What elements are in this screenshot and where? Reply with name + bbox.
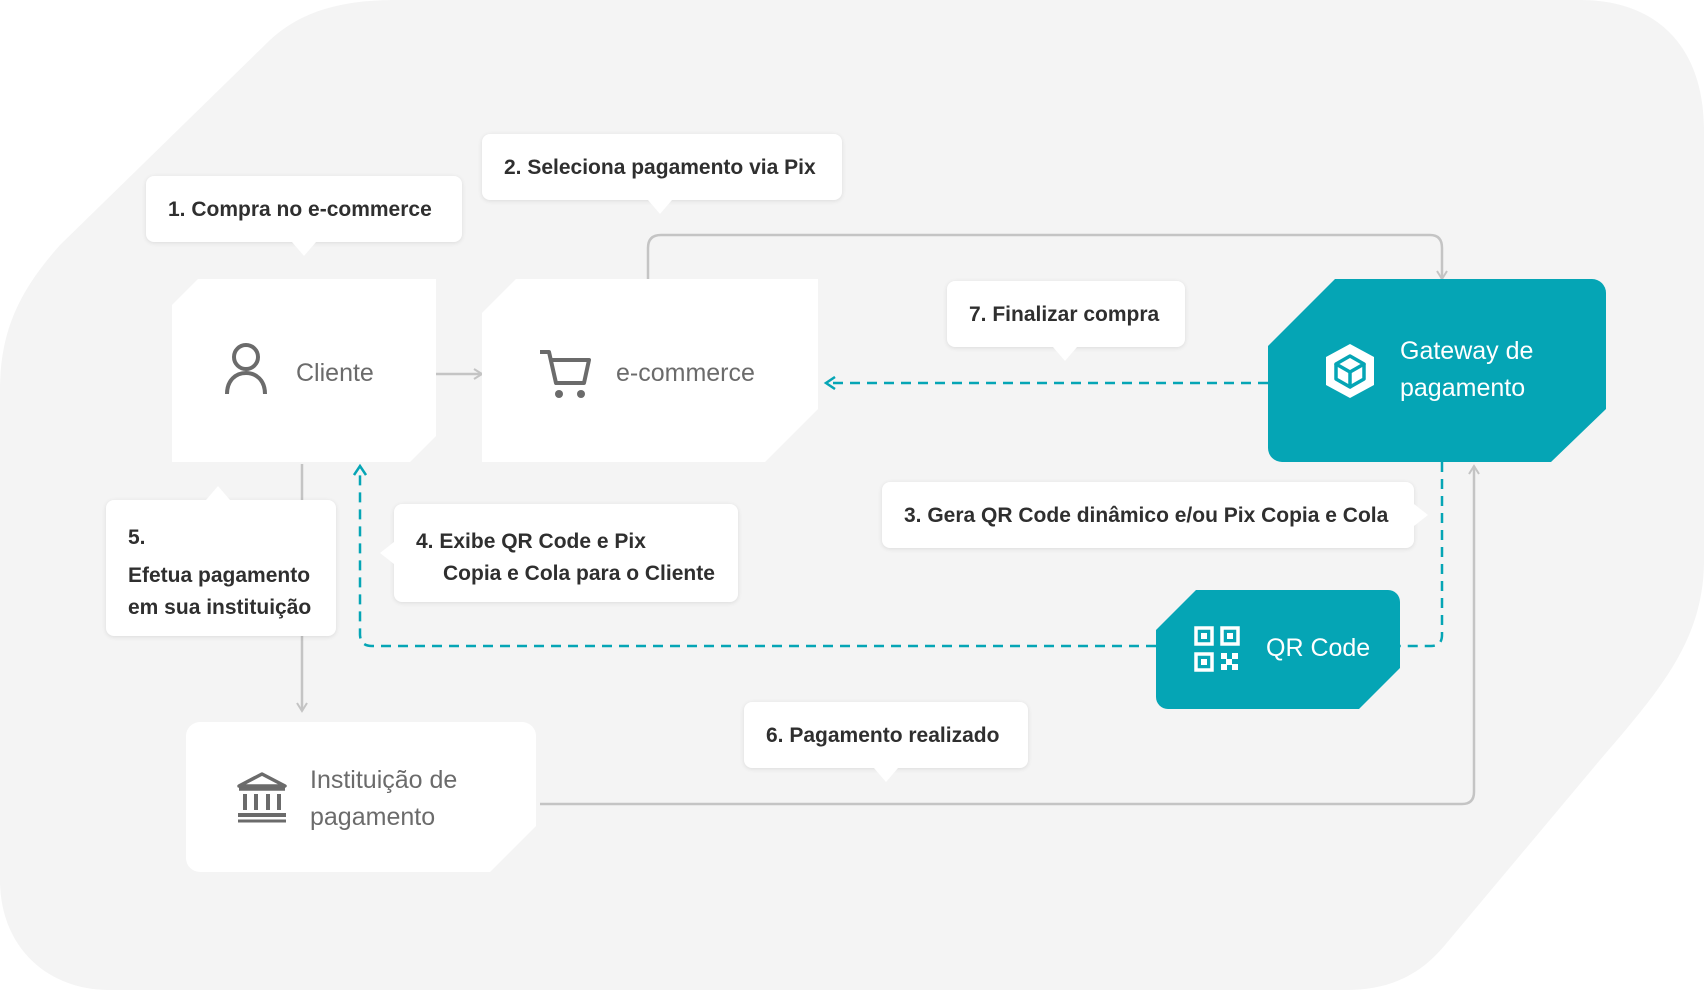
node-gateway: Gateway de pagamento: [1268, 279, 1606, 462]
person-icon: [224, 342, 268, 401]
connector-ecommerce-gateway: [646, 233, 1448, 281]
step-4-bubble: 4. Exibe QR Code e Pix Copia e Cola para…: [380, 504, 738, 602]
step-1-bubble: 1. Compra no e-commerce: [146, 176, 462, 256]
step-3-bubble: 3. Gera QR Code dinâmico e/ou Pix Copia …: [882, 482, 1428, 548]
step-1-text: 1. Compra no e-commerce: [168, 198, 432, 221]
step-6-text: 6. Pagamento realizado: [766, 724, 1000, 747]
node-ecommerce-label: e-commerce: [616, 359, 755, 387]
shopping-cart-icon: [538, 347, 592, 406]
step-7-bubble: 7. Finalizar compra: [947, 281, 1185, 361]
bank-icon: [236, 771, 288, 828]
node-ecommerce: e-commerce: [482, 279, 818, 462]
node-gateway-label-line2: pagamento: [1400, 374, 1526, 402]
step-5-bubble: 5. Efetua pagamento em sua instituição: [106, 486, 336, 636]
node-instituicao-label-line2: pagamento: [310, 803, 436, 831]
step-6-tail: [874, 768, 898, 782]
qr-code-icon: [1194, 626, 1240, 677]
step-2-tail: [648, 200, 672, 214]
node-instituicao-label-line1: Instituição de: [310, 766, 458, 794]
connector-instituicao-gateway: [540, 464, 1480, 806]
step-7-text: 7. Finalizar compra: [969, 303, 1160, 326]
node-cliente: Cliente: [172, 279, 436, 462]
step-3-text: 3. Gera QR Code dinâmico e/ou Pix Copia …: [904, 504, 1389, 527]
step-4-text-line1: 4. Exibe QR Code e Pix: [416, 530, 646, 553]
step-2-text: 2. Seleciona pagamento via Pix: [504, 156, 816, 179]
step-6-bubble: 6. Pagamento realizado: [744, 702, 1028, 782]
step-2-bubble: 2. Seleciona pagamento via Pix: [482, 134, 842, 214]
step-3-tail: [1414, 504, 1428, 526]
step-4-tail: [380, 542, 394, 564]
step-5-number: 5.: [128, 526, 146, 549]
step-5-text-line1: Efetua pagamento: [128, 564, 311, 587]
connector-gateway-qrcode: [1400, 462, 1444, 648]
cube-icon: [1322, 341, 1378, 406]
step-4-text-line2: Copia e Cola para o Cliente: [443, 562, 715, 585]
step-5-tail: [206, 486, 230, 500]
step-7-tail: [1053, 347, 1077, 361]
node-instituicao: Instituição de pagamento: [186, 722, 536, 872]
connector-qrcode-cliente: [360, 466, 1156, 648]
node-cliente-label: Cliente: [296, 359, 374, 387]
node-gateway-label-line1: Gateway de: [1400, 337, 1534, 365]
step-5-text-line2: em sua instituição: [128, 596, 312, 619]
node-qrcode: QR Code: [1156, 590, 1400, 709]
step-1-tail: [292, 242, 316, 256]
node-qrcode-label: QR Code: [1266, 634, 1371, 662]
